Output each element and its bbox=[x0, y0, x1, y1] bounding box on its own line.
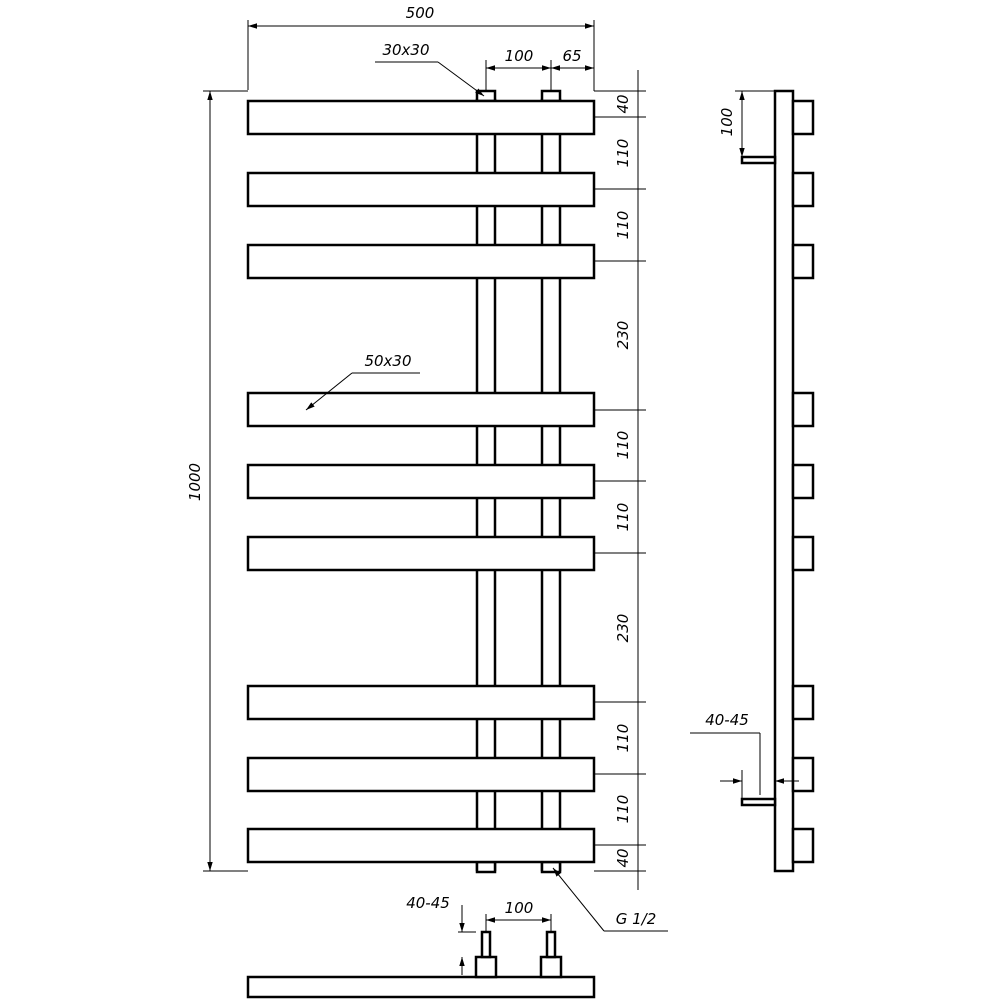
bottom-left-collector bbox=[474, 955, 498, 979]
thread-label: G 1/2 bbox=[616, 910, 657, 928]
bar-9 bbox=[246, 827, 596, 864]
dim-230-b: 230 bbox=[614, 614, 632, 643]
bar-2 bbox=[246, 171, 596, 208]
collector-offset-label: 65 bbox=[562, 47, 581, 65]
bar-section-label: 50x30 bbox=[364, 352, 411, 370]
height-dimension: 1000 bbox=[186, 90, 248, 872]
collector-spacing-label: 100 bbox=[505, 47, 534, 65]
bottom-view: 40-45 100 bbox=[246, 894, 596, 999]
bottom-wall-gap-dimension: 40-45 bbox=[406, 894, 476, 978]
side-view: 100 40-45 bbox=[690, 89, 815, 873]
bar-5 bbox=[246, 463, 596, 500]
dim-40-bottom: 40 bbox=[614, 848, 632, 867]
bottom-collector-spacing-label: 100 bbox=[505, 899, 534, 917]
dim-110-a: 110 bbox=[614, 139, 632, 168]
thread-callout: G 1/2 bbox=[552, 867, 668, 932]
dim-110-b: 110 bbox=[614, 211, 632, 240]
side-wall-gap-label: 40-45 bbox=[705, 711, 749, 729]
bar-1 bbox=[246, 99, 596, 136]
bar-8 bbox=[246, 756, 596, 793]
bottom-bar bbox=[246, 975, 596, 999]
bottom-right-collector bbox=[539, 955, 563, 979]
bar-7 bbox=[246, 684, 596, 721]
dim-110-e: 110 bbox=[614, 724, 632, 753]
height-label: 1000 bbox=[186, 463, 204, 501]
bottom-right-pipe bbox=[545, 930, 557, 959]
collector-section-callout: 30x30 bbox=[375, 41, 485, 97]
bracket-height-dimension: 100 bbox=[718, 90, 775, 157]
collector-spacing-dimension: 100 65 bbox=[485, 47, 595, 91]
bracket-height-label: 100 bbox=[718, 108, 736, 137]
dim-110-c: 110 bbox=[614, 431, 632, 460]
bottom-wall-bracket bbox=[740, 797, 777, 807]
collector-section-label: 30x30 bbox=[382, 41, 429, 59]
dim-230-a: 230 bbox=[614, 321, 632, 350]
bar-6 bbox=[246, 535, 596, 572]
bar-section-callout: 50x30 bbox=[305, 352, 420, 411]
dim-40-top: 40 bbox=[614, 94, 632, 113]
wall-gap-dimension: 40-45 bbox=[690, 711, 799, 800]
right-collector-bottom-cap bbox=[540, 860, 562, 874]
side-bar-ends bbox=[791, 99, 815, 864]
horizontal-bars bbox=[246, 99, 596, 864]
bottom-left-pipe bbox=[480, 930, 492, 959]
left-collector-bottom-cap bbox=[475, 860, 497, 874]
front-view: 500 1000 30x30 100 65 bbox=[186, 4, 668, 932]
top-wall-bracket bbox=[740, 155, 777, 165]
bottom-collector-spacing-dimension: 100 bbox=[485, 899, 552, 932]
vertical-chain-dimensions: 40 110 110 230 110 110 230 110 110 40 bbox=[594, 70, 646, 890]
bottom-wall-gap-label: 40-45 bbox=[406, 894, 450, 912]
right-collector-top-cap bbox=[540, 89, 562, 103]
bar-3 bbox=[246, 243, 596, 280]
dim-110-f: 110 bbox=[614, 795, 632, 824]
bar-4 bbox=[246, 391, 596, 428]
dim-110-d: 110 bbox=[614, 503, 632, 532]
width-label: 500 bbox=[406, 4, 435, 22]
side-collector bbox=[773, 89, 795, 873]
width-dimension: 500 bbox=[247, 4, 595, 90]
